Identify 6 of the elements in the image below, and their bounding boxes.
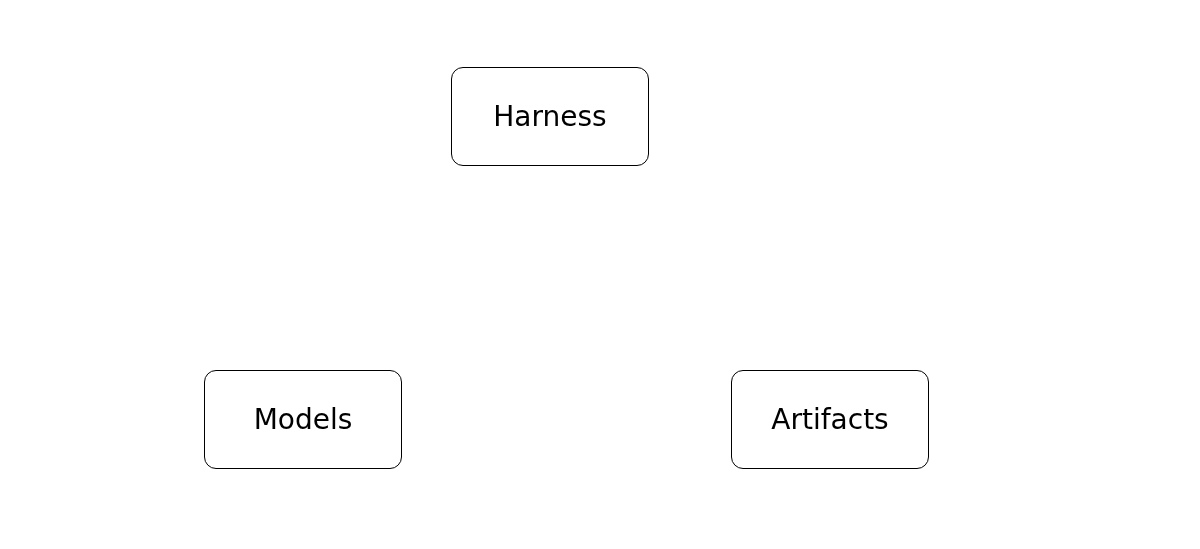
node-label: Artifacts <box>771 402 889 437</box>
node-label: Harness <box>493 99 607 134</box>
process-box <box>204 370 402 469</box>
node-label: Models <box>253 402 353 437</box>
process-box <box>451 67 649 166</box>
process-box <box>731 370 929 469</box>
